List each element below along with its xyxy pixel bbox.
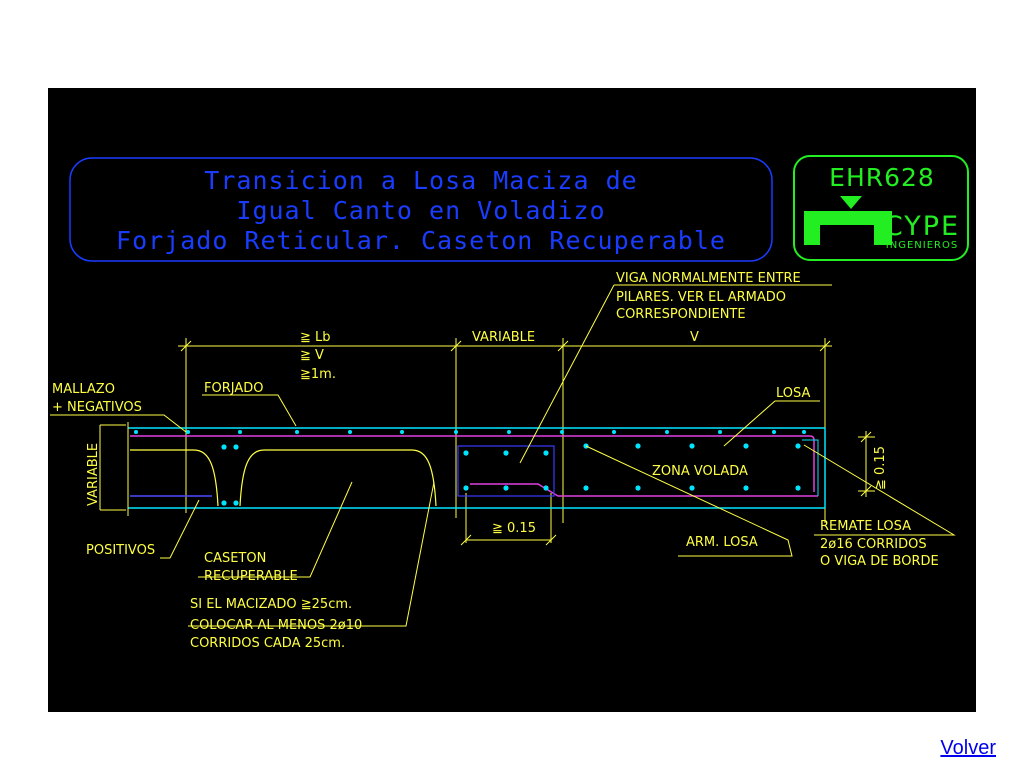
dim-v-top: V <box>690 330 699 345</box>
dim-v-small: ≧ V <box>300 348 324 363</box>
label-caseton-2: RECUPERABLE <box>204 569 298 584</box>
cad-drawing: Transicion a Losa Maciza de Igual Canto … <box>48 88 976 712</box>
dim-variable-left: VARIABLE <box>86 443 101 506</box>
label-macizado-3: CORRIDOS CADA 25cm. <box>190 636 345 651</box>
cype-logo: EHR628 CYPE INGENIEROS <box>794 156 968 260</box>
logo-mark-icon <box>804 211 892 245</box>
title-line-1: Transicion a Losa Maciza de <box>204 166 637 195</box>
dim-one-m: ≧1m. <box>300 367 336 382</box>
cad-drawing-svg: Transicion a Losa Maciza de Igual Canto … <box>48 88 976 712</box>
label-losa: LOSA <box>776 386 811 401</box>
caseton-shape-2 <box>240 450 436 506</box>
dim-min-bottom: ≧ 0.15 <box>492 521 536 536</box>
label-viga-2: PILARES. VER EL ARMADO <box>616 290 786 305</box>
label-positivos: POSITIVOS <box>86 543 155 558</box>
dimension-lines <box>100 338 875 545</box>
logo-brand: CYPE <box>884 211 960 242</box>
label-mallazo-2: + NEGATIVOS <box>52 400 142 415</box>
label-caseton-1: CASETON <box>204 551 266 566</box>
label-remate-1: REMATE LOSA <box>820 519 911 534</box>
label-macizado-1: SI EL MACIZADO ≧25cm. <box>190 597 352 612</box>
dim-min-right: ≧ 0.15 <box>873 446 888 490</box>
logo-code: EHR628 <box>829 163 935 192</box>
label-remate-2: 2ø16 CORRIDOS <box>820 537 927 552</box>
label-remate-3: O VIGA DE BORDE <box>820 554 939 569</box>
caseton-shape-1 <box>130 450 218 506</box>
title-line-3: Forjado Reticular. Caseton Recuperable <box>116 226 726 255</box>
label-macizado-2: COLOCAR AL MENOS 2ø10 <box>190 618 362 633</box>
volada-rebar-line <box>470 484 818 496</box>
label-forjado: FORJADO <box>204 381 263 396</box>
logo-triangle-icon <box>840 196 862 209</box>
label-arm-losa: ARM. LOSA <box>686 535 758 550</box>
dimension-texts: ≧ Lb ≧ V ≧1m. VARIABLE V VARIABLE ≧ 0.15… <box>86 330 888 536</box>
label-mallazo-1: MALLAZO <box>52 382 115 397</box>
label-viga-3: CORRESPONDIENTE <box>616 307 746 322</box>
title-block: Transicion a Losa Maciza de Igual Canto … <box>70 158 772 261</box>
label-zona-volada: ZONA VOLADA <box>652 464 748 479</box>
dim-lb: ≧ Lb <box>300 330 331 345</box>
volver-link[interactable]: Volver <box>940 737 996 760</box>
logo-sub: INGENIEROS <box>886 240 958 251</box>
label-viga-1: VIGA NORMALMENTE ENTRE <box>616 271 801 286</box>
annotation-texts: VIGA NORMALMENTE ENTRE PILARES. VER EL A… <box>52 271 939 651</box>
dim-variable-top: VARIABLE <box>472 330 535 345</box>
title-line-2: Igual Canto en Voladizo <box>236 196 605 225</box>
